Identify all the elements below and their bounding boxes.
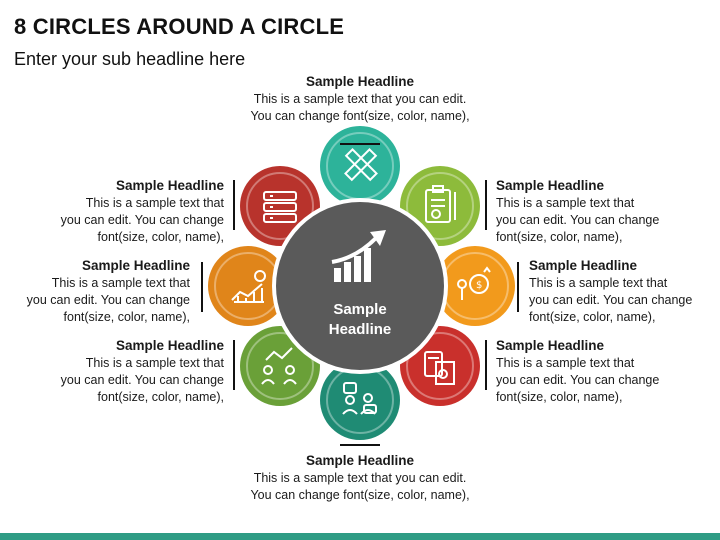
text-top-line1: This is a sample text that you can edit. [253,92,467,106]
text-block-top-right: Sample Headline This is a sample text th… [496,177,711,246]
headline-top-left: Sample Headline [115,178,224,193]
text-bottom-left-line1: This is a sample text that [85,356,224,370]
text-right-line3: font(size, color, name), [529,310,656,324]
text-top-left-line3: font(size, color, name), [97,230,224,244]
server-stack-icon [263,191,297,223]
text-top-line2: You can change font(size, color, name), [250,109,470,123]
connector-bottom-left [233,340,235,390]
text-bottom-right-line3: font(size, color, name), [496,390,623,404]
text-left-line3: font(size, color, name), [63,310,190,324]
text-bottom-line2: You can change font(size, color, name), [250,488,470,502]
bottom-accent-strip [0,533,720,540]
text-block-top-left: Sample Headline This is a sample text th… [10,177,224,246]
text-top-right-line3: font(size, color, name), [496,230,623,244]
text-top-left-line2: you can edit. You can change [60,213,224,227]
team-growth-icon [261,347,297,385]
text-bottom-right-line2: you can edit. You can change [496,373,660,387]
page-subtitle: Enter your sub headline here [14,49,246,69]
text-right-line1: This is a sample text that [529,276,668,290]
headline-right: Sample Headline [529,258,638,273]
headline-top-right: Sample Headline [496,178,605,193]
svg-text:$: $ [476,280,482,291]
text-top-left-line1: This is a sample text that [85,196,224,210]
connector-top [340,143,380,145]
two-people-discussion-icon [342,382,377,415]
connector-bottom [340,444,380,446]
connector-bottom-right [485,340,487,390]
page-title: 8 CIRCLES AROUND A CIRCLE [14,14,345,39]
text-right-line2: you can edit. You can change [529,293,693,307]
text-bottom-right-line1: This is a sample text that [496,356,635,370]
text-left-line2: you can edit. You can change [26,293,190,307]
text-top-right-line2: you can edit. You can change [496,213,660,227]
connector-top-left [233,180,235,230]
text-left-line1: This is a sample text that [51,276,190,290]
text-block-bottom-right: Sample Headline This is a sample text th… [496,337,711,406]
text-bottom-left-line2: you can edit. You can change [60,373,224,387]
calculator-invoice-icon [424,351,455,385]
text-top-right-line1: This is a sample text that [496,196,635,210]
center-label-line1: Sample [333,301,387,318]
headline-bottom-right: Sample Headline [496,338,605,353]
connector-top-right [485,180,487,230]
clipboard-checklist-icon [425,185,456,223]
center-circle[interactable] [272,198,448,374]
person-money-icon: $ [457,266,491,300]
connector-left [201,262,203,312]
text-bottom-left-line3: font(size, color, name), [97,390,224,404]
headline-top: Sample Headline [305,74,415,89]
text-block-top: Sample Headline This is a sample text th… [210,73,510,125]
pencil-ruler-icon [344,148,378,182]
text-bottom-line1: This is a sample text that you can edit. [253,471,467,485]
segment-circle-top[interactable] [320,126,400,206]
headline-left: Sample Headline [81,258,190,273]
center-label-line2: Headline [328,321,392,338]
money-bar-chart-icon [231,270,266,303]
text-block-bottom: Sample Headline This is a sample text th… [210,452,510,504]
text-block-left: Sample Headline This is a sample text th… [4,257,190,326]
text-block-right: Sample Headline This is a sample text th… [529,257,714,326]
connector-right [517,262,519,312]
growth-chart-arrow-icon [331,230,386,282]
headline-bottom: Sample Headline [305,453,415,468]
text-block-bottom-left: Sample Headline This is a sample text th… [10,337,224,406]
headline-bottom-left: Sample Headline [115,338,224,353]
center-label: Sample Headline [300,300,420,340]
